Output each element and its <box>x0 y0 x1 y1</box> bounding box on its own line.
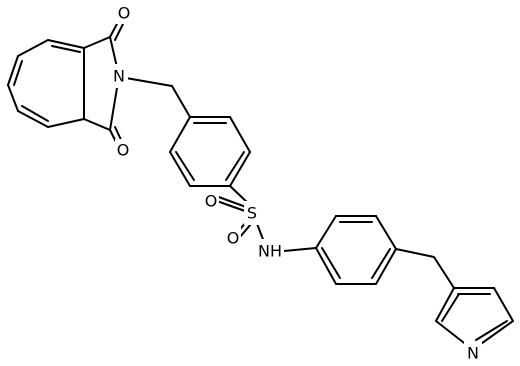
bond-line-48 <box>493 287 514 322</box>
bond-line-51 <box>435 287 455 322</box>
label-bg-n-pyr <box>464 342 482 364</box>
bond-line-43 <box>371 248 391 279</box>
atom-label-o-s1: O <box>205 192 218 211</box>
label-bg-o-s1 <box>203 190 219 212</box>
bond-line-39 <box>375 248 397 285</box>
bond-line-7 <box>13 60 23 86</box>
atom-label-o-s2: O <box>227 229 240 248</box>
label-bg-s <box>244 201 260 225</box>
bond-line-53 <box>475 320 508 341</box>
bond-lines <box>7 19 514 347</box>
bond-line-8 <box>21 105 49 122</box>
bond-line-10 <box>83 36 111 49</box>
atom-label-nh: NH <box>258 242 282 261</box>
bond-line-31 <box>213 199 246 212</box>
bond-line-2 <box>7 55 19 86</box>
label-bg-o2 <box>115 139 131 161</box>
bond-line-25 <box>169 116 191 153</box>
bond-line-19 <box>171 85 191 118</box>
bond-line-3 <box>7 84 19 112</box>
bond-line-45 <box>395 248 435 258</box>
label-bg-o-s2 <box>225 227 241 249</box>
atom-label-n-imide: N <box>113 67 125 86</box>
bond-line-27 <box>225 151 245 181</box>
bond-line-0 <box>47 39 85 49</box>
bond-line-22 <box>229 151 251 187</box>
bond-line-50 <box>435 320 469 347</box>
bond-line-46 <box>433 256 455 289</box>
atom-label-s: S <box>247 204 257 223</box>
bond-line-24 <box>169 151 191 187</box>
bond-line-49 <box>477 320 514 347</box>
bond-line-9 <box>51 45 81 53</box>
atom-label-o1: O <box>118 4 131 23</box>
bond-line-41 <box>315 247 337 285</box>
bond-line-54 <box>441 293 460 322</box>
atom-label-o2: O <box>117 141 130 160</box>
bond-line-5 <box>47 118 85 128</box>
atom-labels: O N O O S O NH N <box>110 2 482 364</box>
bond-line-1 <box>17 39 49 57</box>
bond-line-36 <box>315 215 337 249</box>
bond-line-38 <box>375 215 397 250</box>
bond-line-30 <box>215 195 247 208</box>
bond-line-28 <box>175 151 195 181</box>
label-bg-n-imide <box>110 64 128 88</box>
label-bg-o1 <box>116 2 132 24</box>
bond-line-4 <box>17 110 49 128</box>
bond-line-21 <box>229 116 251 153</box>
label-bg-nh <box>256 239 284 263</box>
bond-line-11 <box>83 118 111 131</box>
bond-line-18 <box>125 77 173 87</box>
bond-line-33 <box>239 223 252 238</box>
atom-label-n-pyr: N <box>467 344 479 363</box>
bond-line-35 <box>283 247 317 252</box>
bond-line-44 <box>321 247 341 279</box>
bond-line-15 <box>114 21 125 41</box>
